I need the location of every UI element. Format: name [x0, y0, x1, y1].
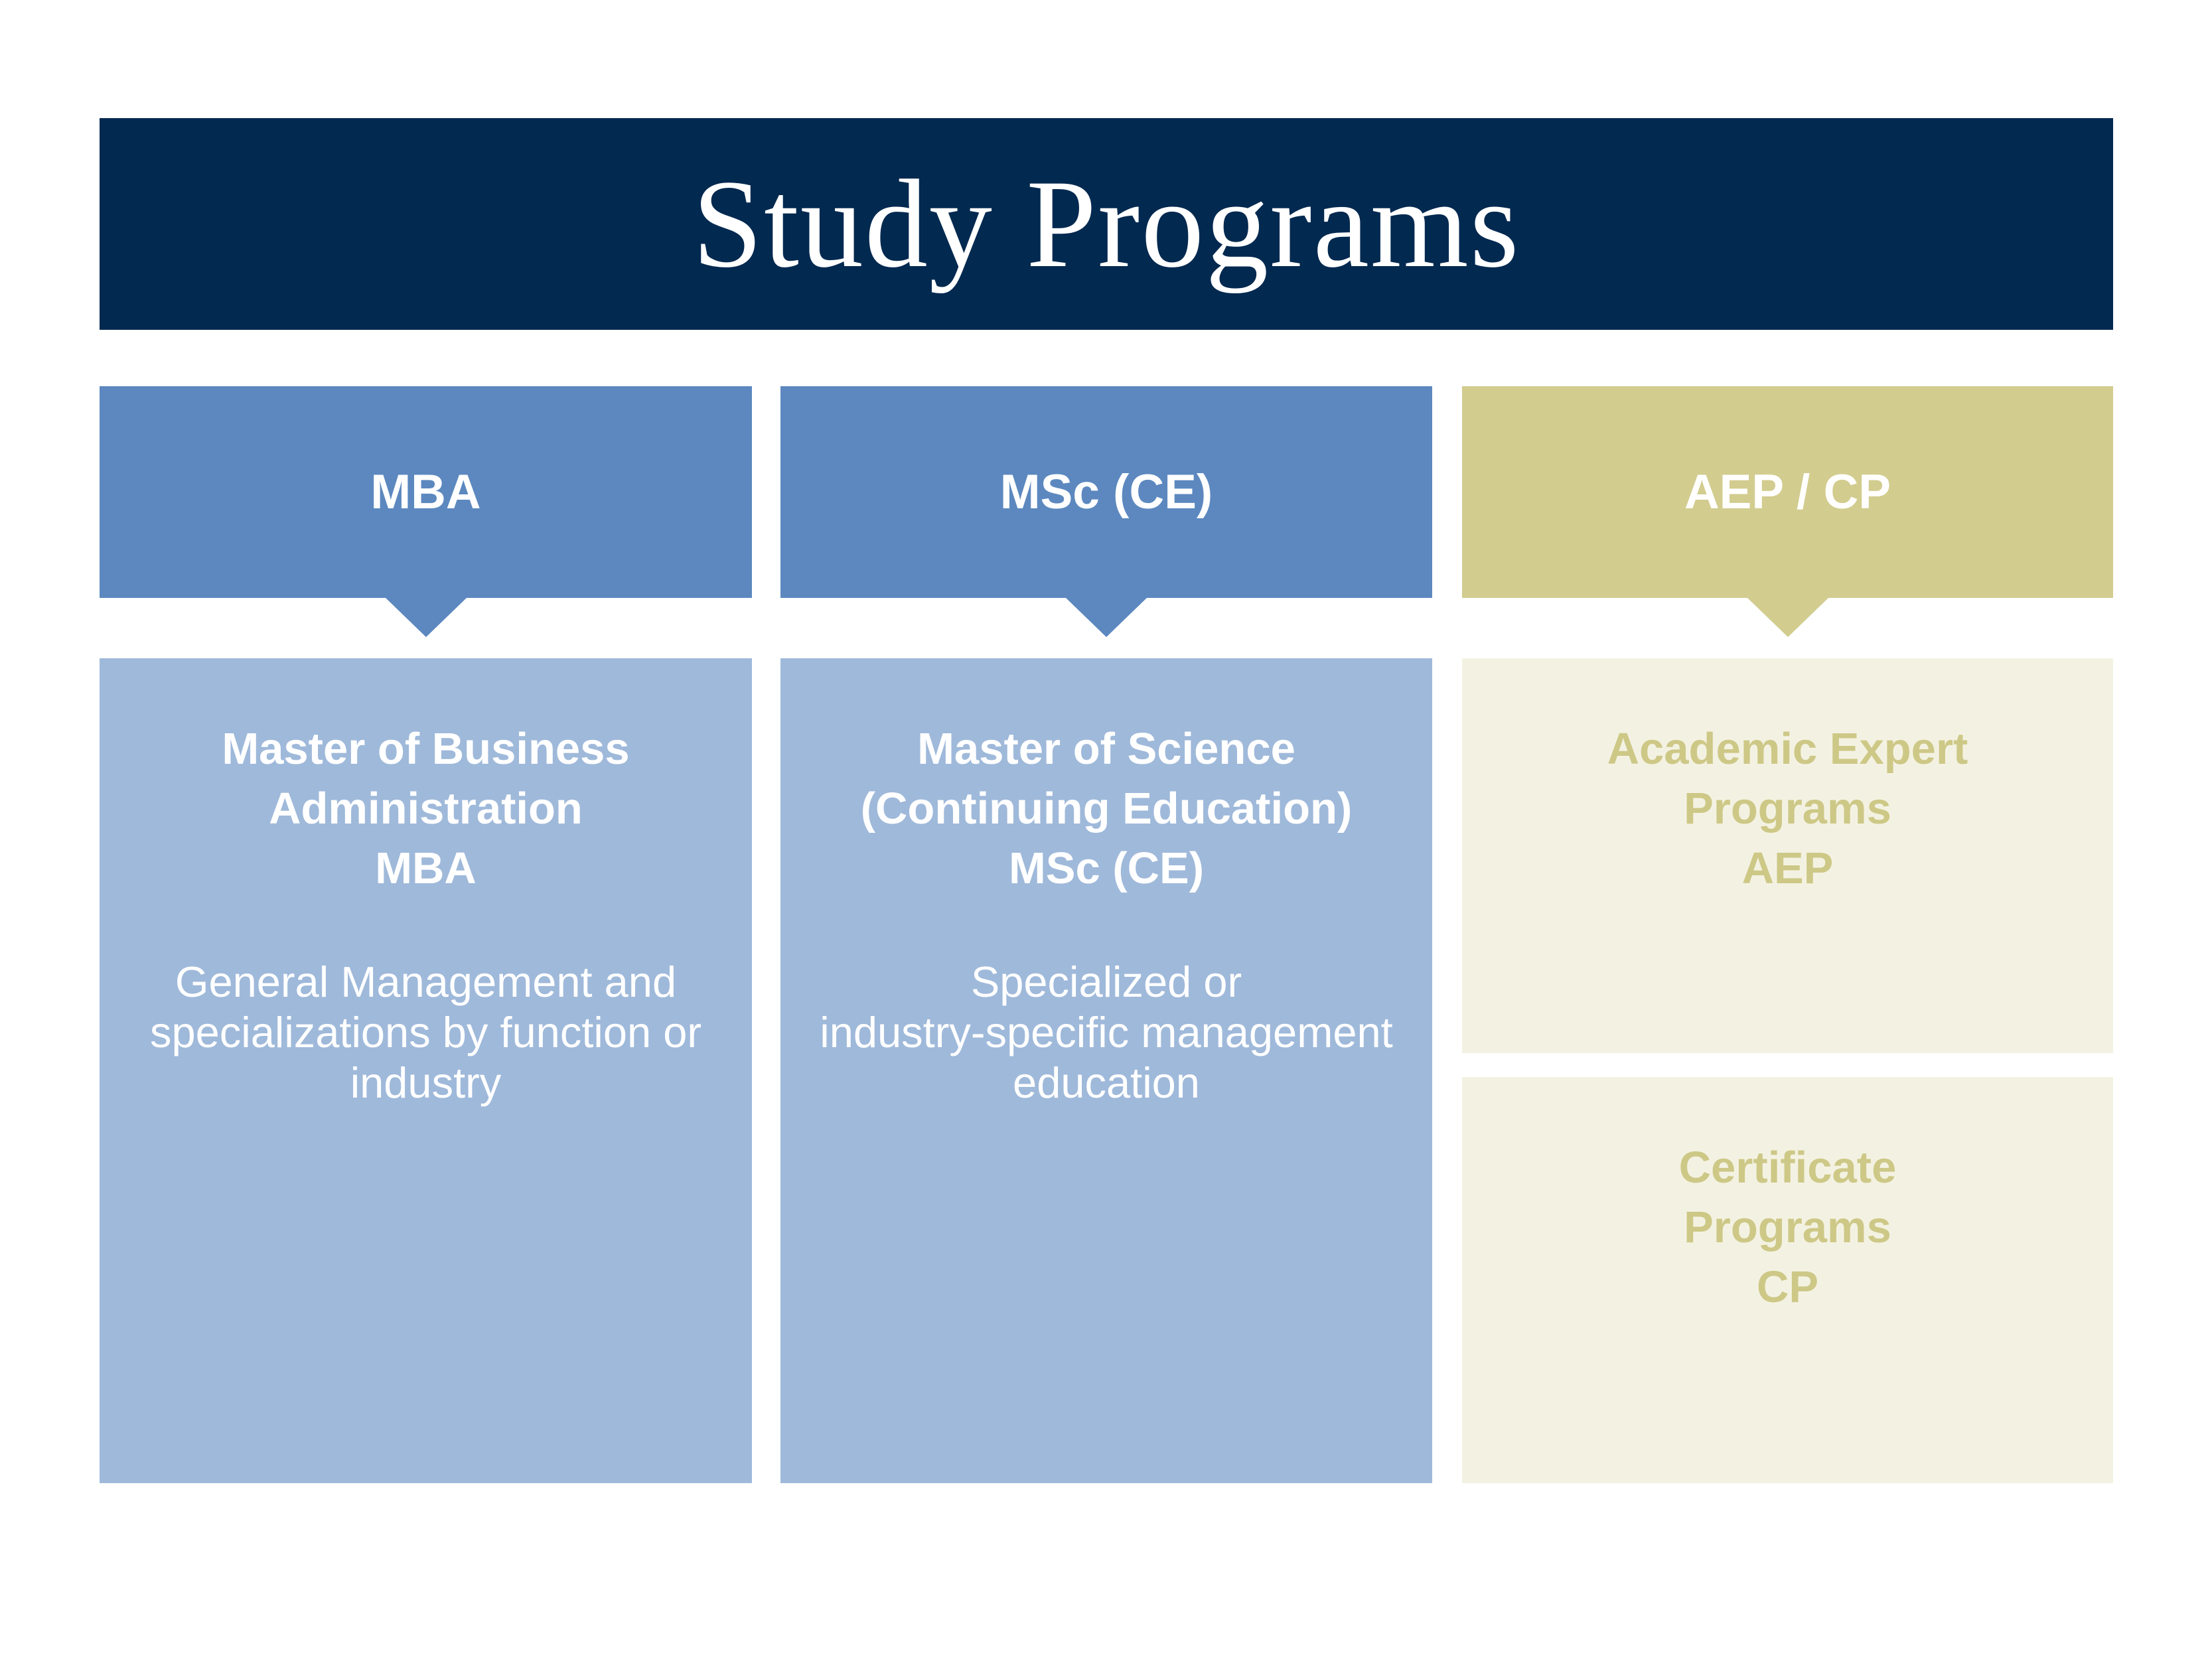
- msc-program-title: Master of Science (Continuing Education)…: [860, 724, 1353, 893]
- aep-body-box: Academic Expert Programs AEP: [1462, 658, 2113, 1053]
- mba-header-box: MBA: [100, 386, 752, 637]
- pointer-down-icon: [1747, 598, 1828, 637]
- page-title: Study Programs: [692, 154, 1520, 294]
- mba-body-box: Master of Business Administration MBA Ge…: [100, 658, 752, 1483]
- msc-header-label: MSc (CE): [999, 465, 1213, 519]
- msc-body-box: Master of Science (Continuing Education)…: [780, 658, 1432, 1483]
- msc-program-description: Specialized or industry-specific managem…: [820, 958, 1393, 1107]
- pointer-down-icon: [385, 598, 467, 637]
- pointer-down-icon: [1066, 598, 1147, 637]
- cp-program-title: Certificate Programs CP: [1678, 1143, 1897, 1312]
- aep-cp-header-box: AEP / CP: [1462, 386, 2113, 637]
- cp-body-box: Certificate Programs CP: [1462, 1077, 2113, 1483]
- mba-header-label: MBA: [370, 465, 481, 519]
- mba-program-description: General Management and specializations b…: [149, 958, 701, 1107]
- aep-cp-header-label: AEP / CP: [1684, 465, 1891, 519]
- msc-header-box: MSc (CE): [780, 386, 1432, 637]
- mba-program-title: Master of Business Administration MBA: [222, 724, 630, 893]
- aep-program-title: Academic Expert Programs AEP: [1607, 724, 1968, 893]
- title-bar: Study Programs: [100, 118, 2113, 330]
